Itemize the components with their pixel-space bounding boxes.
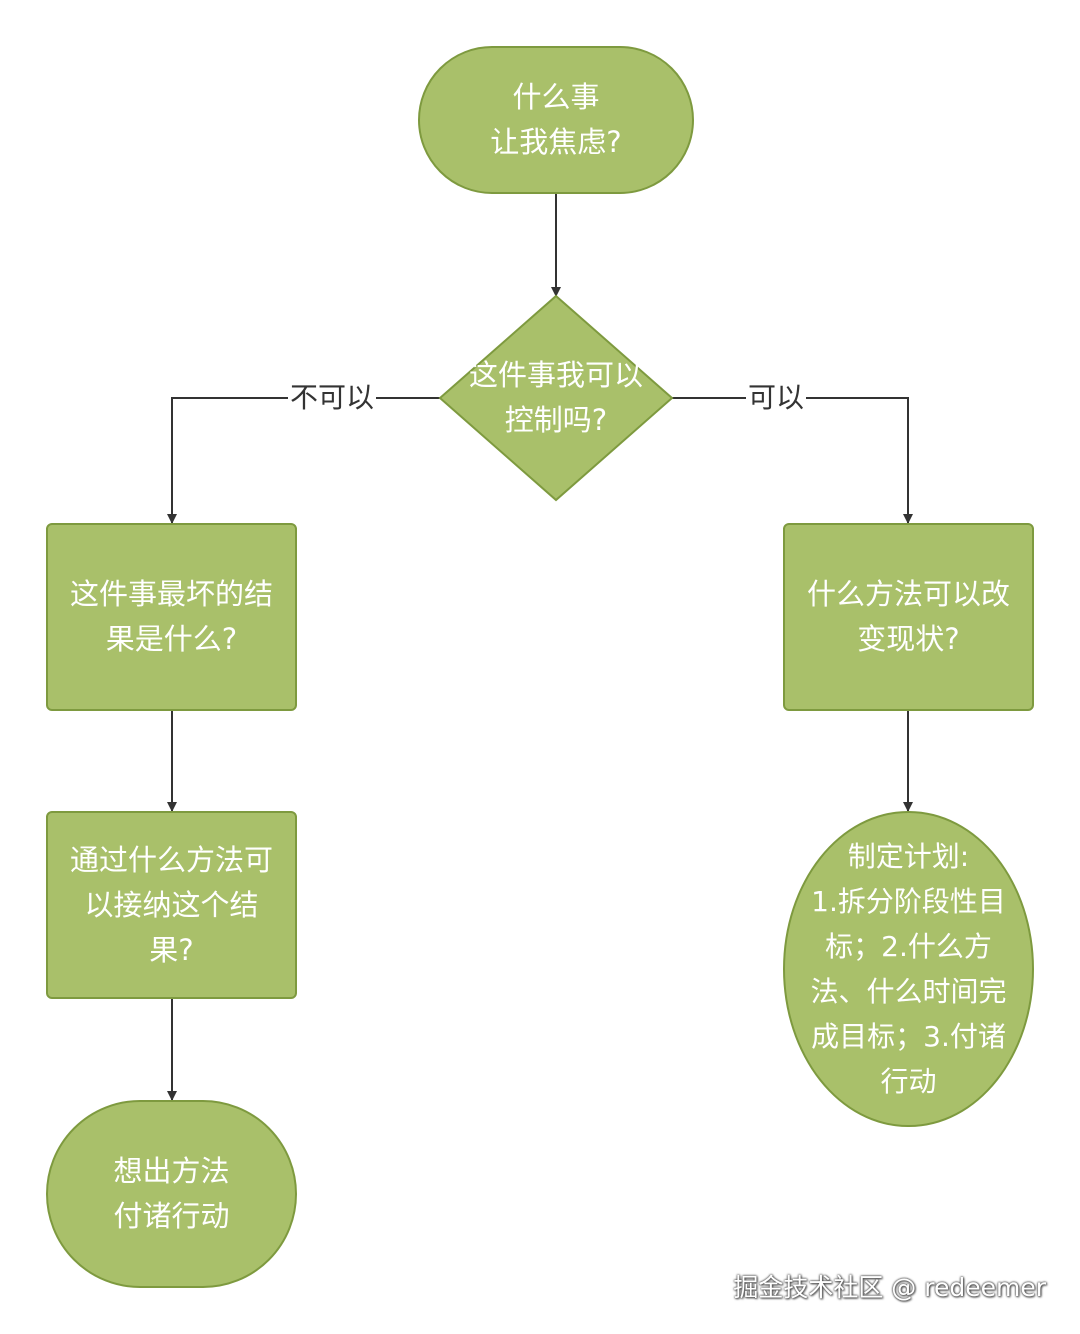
node-text-line: 变现状? bbox=[857, 622, 960, 656]
node-text-line: 这件事最坏的结 bbox=[69, 577, 273, 611]
node-text-line: 行动 bbox=[880, 1065, 937, 1098]
edge-label-yes: 可以 bbox=[746, 381, 807, 415]
accept-result-node: 通过什么方法可 以接纳这个结 果? bbox=[46, 811, 297, 999]
node-text-line: 制定计划: bbox=[847, 840, 970, 873]
node-text-line: 果? bbox=[149, 932, 194, 967]
node-text-line: 通过什么方法可 bbox=[69, 842, 273, 877]
node-text-line: 标；2.什么方 bbox=[825, 930, 992, 963]
node-text-line: 什么事 bbox=[512, 80, 600, 114]
decision-node bbox=[438, 294, 674, 502]
change-status-node: 什么方法可以改 变现状? bbox=[783, 523, 1034, 711]
watermark: 掘金技术社区 @ redeemer bbox=[733, 1273, 1046, 1302]
node-text-line: 什么方法可以改 bbox=[806, 577, 1010, 611]
take-action-node: 想出方法 付诸行动 bbox=[46, 1100, 297, 1288]
node-text-line: 成目标；3.付诸 bbox=[811, 1020, 1006, 1053]
start-node: 什么事 让我焦虑? bbox=[418, 46, 694, 194]
node-text-line: 控制吗? bbox=[504, 403, 608, 437]
node-text-line: 想出方法 bbox=[113, 1154, 230, 1188]
node-text-line: 以接纳这个结 bbox=[84, 887, 259, 922]
make-plan-node: 制定计划: 1.拆分阶段性目 标；2.什么方 法、什么时间完 成目标；3.付诸 … bbox=[783, 811, 1034, 1127]
node-text-line: 付诸行动 bbox=[113, 1199, 230, 1233]
worst-outcome-node: 这件事最坏的结 果是什么? bbox=[46, 523, 297, 711]
node-text-line: 这件事我可以 bbox=[468, 358, 643, 392]
edge-label-no: 不可以 bbox=[288, 381, 377, 415]
node-text-line: 让我焦虑? bbox=[490, 125, 622, 159]
node-text-line: 法、什么时间完 bbox=[810, 975, 1007, 1008]
node-text-line: 果是什么? bbox=[105, 622, 238, 656]
node-text-line: 1.拆分阶段性目 bbox=[811, 885, 1006, 918]
decision-node-text: 这件事我可以 控制吗? bbox=[440, 352, 672, 444]
